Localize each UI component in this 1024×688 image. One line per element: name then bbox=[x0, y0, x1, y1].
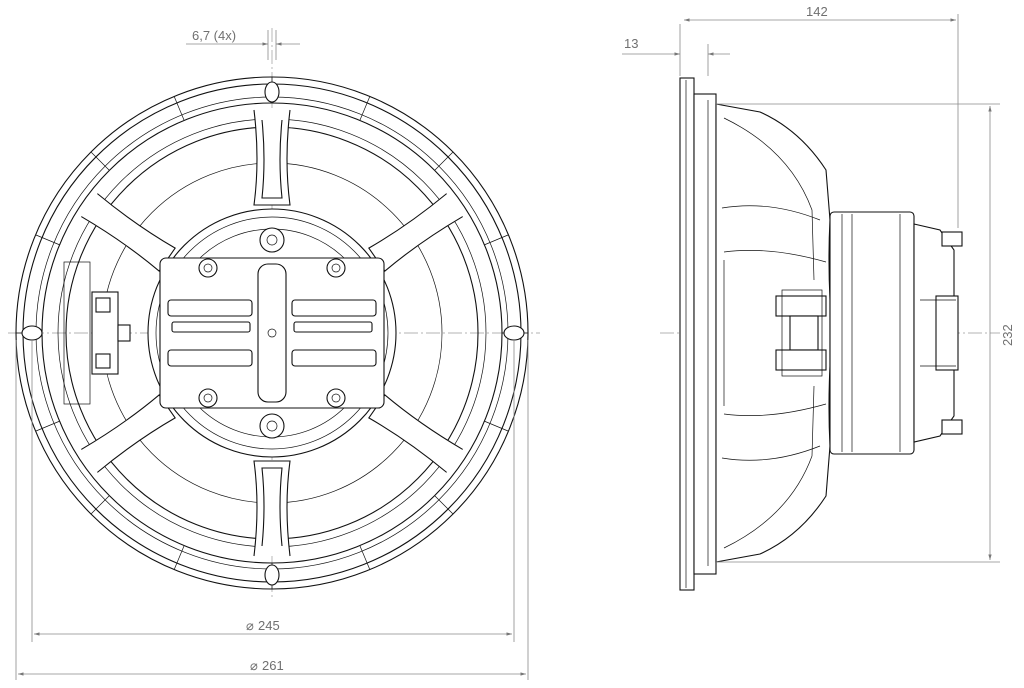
flange-thickness-dimension: 13 bbox=[624, 36, 638, 51]
cooling-bars bbox=[167, 263, 377, 403]
dimension-annotations: 6,7 (4x) 13 142 232 ⌀ 245 ⌀ 261 bbox=[15, 4, 1015, 680]
front-view bbox=[8, 28, 540, 600]
cutout-diameter-symbol: ⌀ bbox=[246, 618, 254, 633]
mounting-hole-top bbox=[264, 81, 280, 103]
mounting-hole-left bbox=[21, 325, 43, 341]
basket-spokes bbox=[81, 109, 463, 557]
back-plate bbox=[913, 223, 955, 443]
rear-vent bbox=[935, 295, 959, 371]
mounting-hole-right bbox=[503, 325, 525, 341]
outer-diameter-dimension: 261 bbox=[262, 658, 284, 673]
mount-hole-dimension: 6,7 (4x) bbox=[192, 28, 236, 43]
center-vent-channel bbox=[257, 263, 287, 403]
depth-dimension: 142 bbox=[806, 4, 828, 19]
mounting-hole-bottom bbox=[264, 564, 280, 586]
side-terminal bbox=[775, 289, 827, 377]
terminal-block bbox=[63, 261, 131, 405]
side-view bbox=[660, 77, 1000, 591]
motor-assembly bbox=[829, 211, 915, 455]
mounting-holes bbox=[21, 81, 525, 586]
outer-diameter-symbol: ⌀ bbox=[250, 658, 258, 673]
height-dimension: 232 bbox=[1000, 324, 1015, 346]
cutout-diameter-dimension: 245 bbox=[258, 618, 280, 633]
magnet-bolts bbox=[198, 227, 346, 439]
mounting-flange bbox=[679, 77, 695, 591]
